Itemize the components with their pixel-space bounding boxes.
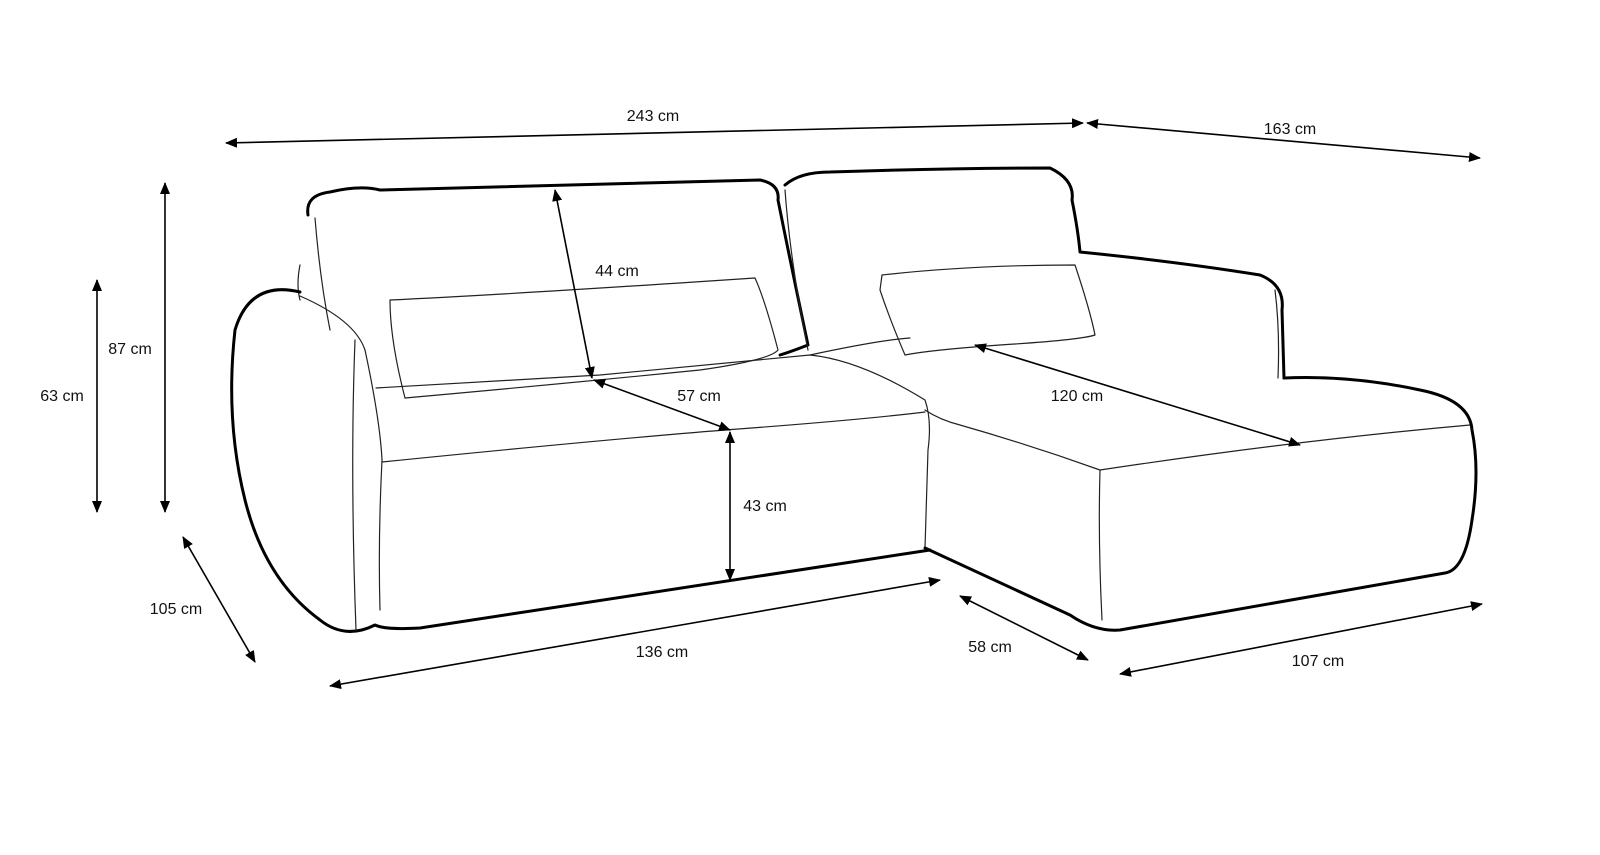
label-chaise-seat-length: 120 cm xyxy=(1051,388,1103,405)
label-total-width: 243 cm xyxy=(627,108,679,125)
dimension-labels: 243 cm 163 cm 87 cm 63 cm 105 cm 44 cm 5… xyxy=(40,108,1344,670)
arrow-chaise-seat-length xyxy=(974,343,1301,447)
arrow-chaise-side-depth xyxy=(959,595,1089,661)
arrow-seat-depth xyxy=(593,379,731,431)
label-chaise-front-width: 107 cm xyxy=(1292,653,1344,670)
label-seat-depth: 57 cm xyxy=(677,388,721,405)
back-divider xyxy=(784,189,1280,379)
label-chaise-length: 163 cm xyxy=(1264,121,1316,138)
label-armrest-height: 63 cm xyxy=(40,388,84,405)
arrow-chaise-front-width xyxy=(1119,601,1483,677)
sofa-drawing xyxy=(230,166,1478,633)
arrow-chaise-length xyxy=(1086,118,1481,163)
arrow-backrest-height xyxy=(552,189,595,379)
label-total-height: 87 cm xyxy=(108,341,152,358)
label-depth: 105 cm xyxy=(150,601,202,618)
left-armrest xyxy=(230,288,932,633)
dimension-arrows xyxy=(92,118,1483,690)
arrow-front-width xyxy=(329,576,941,690)
chaise-seat xyxy=(809,337,1471,621)
label-front-width: 136 cm xyxy=(636,644,688,661)
label-seat-height: 43 cm xyxy=(743,498,787,515)
right-pillow xyxy=(879,264,1096,356)
arrow-total-width xyxy=(225,118,1084,148)
left-armrest-inner xyxy=(299,295,383,631)
label-backrest-height: 44 cm xyxy=(595,263,639,280)
label-chaise-side-depth: 58 cm xyxy=(968,639,1012,656)
arrow-depth xyxy=(182,536,256,663)
chaise-outline xyxy=(923,376,1478,632)
right-back-cushion xyxy=(783,166,1286,380)
left-back-cushion-inner xyxy=(297,217,331,331)
left-seat xyxy=(375,354,931,549)
